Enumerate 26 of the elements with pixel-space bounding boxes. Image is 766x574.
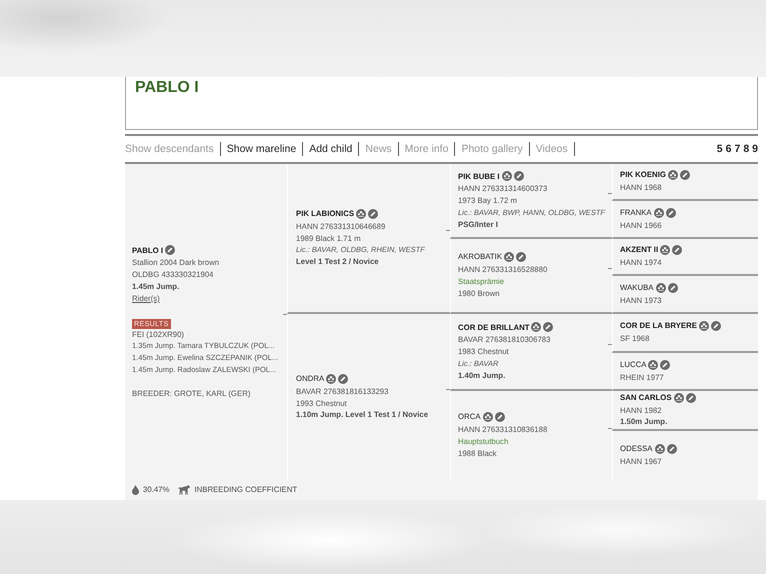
nav-link: Add child [303, 142, 360, 156]
page-title: PABLO I [135, 78, 199, 97]
pedigree-cell [612, 164, 758, 201]
pedigree-cell [287, 164, 450, 314]
pedigree-cell [450, 164, 612, 239]
generation-link: 7 [734, 142, 740, 156]
nav-link: Videos [530, 142, 575, 156]
pedigree-cell [612, 353, 758, 391]
pedigree-cell [450, 239, 612, 314]
pedigree-cell [612, 276, 758, 314]
nav-link: Show mareline [220, 142, 304, 156]
generation-link: 8 [743, 142, 750, 156]
nav-link: Show descendants [125, 142, 221, 156]
pedigree-cell [612, 391, 758, 431]
generation-link: 5 [716, 142, 723, 156]
nav-link: More info [398, 142, 456, 156]
pedigree-cell [612, 239, 758, 276]
pedigree-cell [612, 201, 758, 239]
pedigree-cell [450, 314, 612, 391]
pedigree-cell [450, 391, 612, 480]
nav-link: News [359, 142, 399, 156]
pedigree-cell [612, 314, 758, 353]
pedigree-cell [287, 314, 450, 480]
generation-link: 6 [726, 142, 732, 156]
nav-link: Photo gallery [455, 142, 530, 156]
generation-link: 9 [752, 142, 758, 156]
